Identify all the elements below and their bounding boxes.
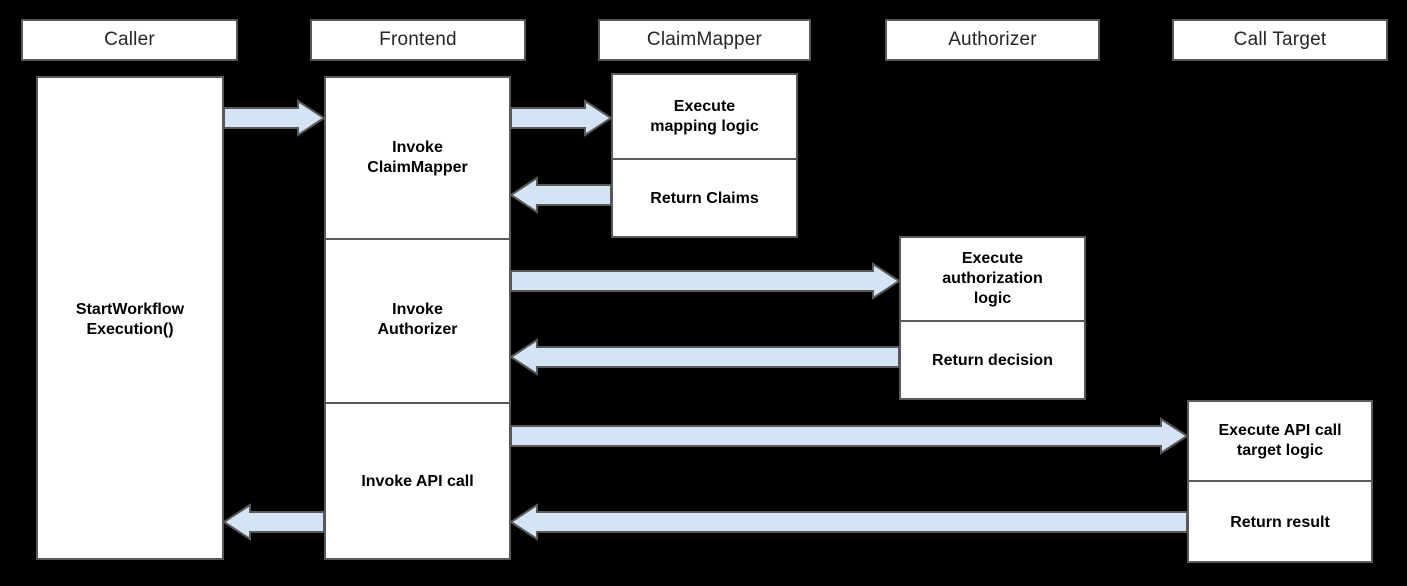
message-arrow-authorizer-to-frontend — [507, 336, 903, 378]
message-arrow-frontend-to-calltarget — [507, 415, 1191, 457]
lane-header-label: Call Target — [1233, 28, 1327, 50]
message-arrow-calltarget-to-frontend — [507, 501, 1191, 543]
lane-header-claimmapper: ClaimMapper — [598, 19, 811, 61]
activation-segment-return-decision: Return decision — [932, 352, 1053, 369]
message-arrow-frontend-to-authorizer — [507, 260, 903, 302]
arrow-shape — [510, 262, 901, 300]
lane-header-label: Frontend — [379, 28, 457, 50]
activation-segment-invoke-api-call: Invoke API call — [361, 473, 474, 490]
lane-header-authorizer: Authorizer — [885, 19, 1100, 61]
message-arrow-caller-to-frontend — [220, 97, 328, 139]
lane-header-label: ClaimMapper — [646, 28, 763, 50]
arrow-shape — [509, 503, 1188, 541]
message-arrow-claimmapper-to-frontend — [507, 174, 615, 216]
activation-segment-divider — [326, 402, 509, 404]
activation-segment-return-claims: Return Claims — [650, 190, 759, 207]
activation-segment-divider — [613, 158, 796, 160]
arrow-shape — [222, 503, 325, 541]
lane-header-calltarget: Call Target — [1172, 19, 1388, 61]
message-arrow-frontend-to-caller — [220, 501, 328, 543]
message-arrow-frontend-to-claimmapper — [507, 97, 615, 139]
lane-header-frontend: Frontend — [310, 19, 526, 61]
arrow-shape — [509, 176, 612, 214]
lane-header-label: Authorizer — [948, 28, 1037, 50]
activation-segment-divider — [901, 320, 1084, 322]
arrow-shape — [223, 99, 326, 137]
activation-segment-return-result: Return result — [1230, 513, 1330, 531]
activation-segment-divider — [1189, 480, 1371, 482]
arrow-shape — [509, 338, 900, 376]
arrow-shape — [510, 417, 1189, 455]
lane-header-caller: Caller — [21, 19, 238, 61]
lane-header-label: Caller — [104, 28, 155, 50]
activation-segment-divider — [326, 238, 509, 240]
arrow-shape — [510, 99, 613, 137]
